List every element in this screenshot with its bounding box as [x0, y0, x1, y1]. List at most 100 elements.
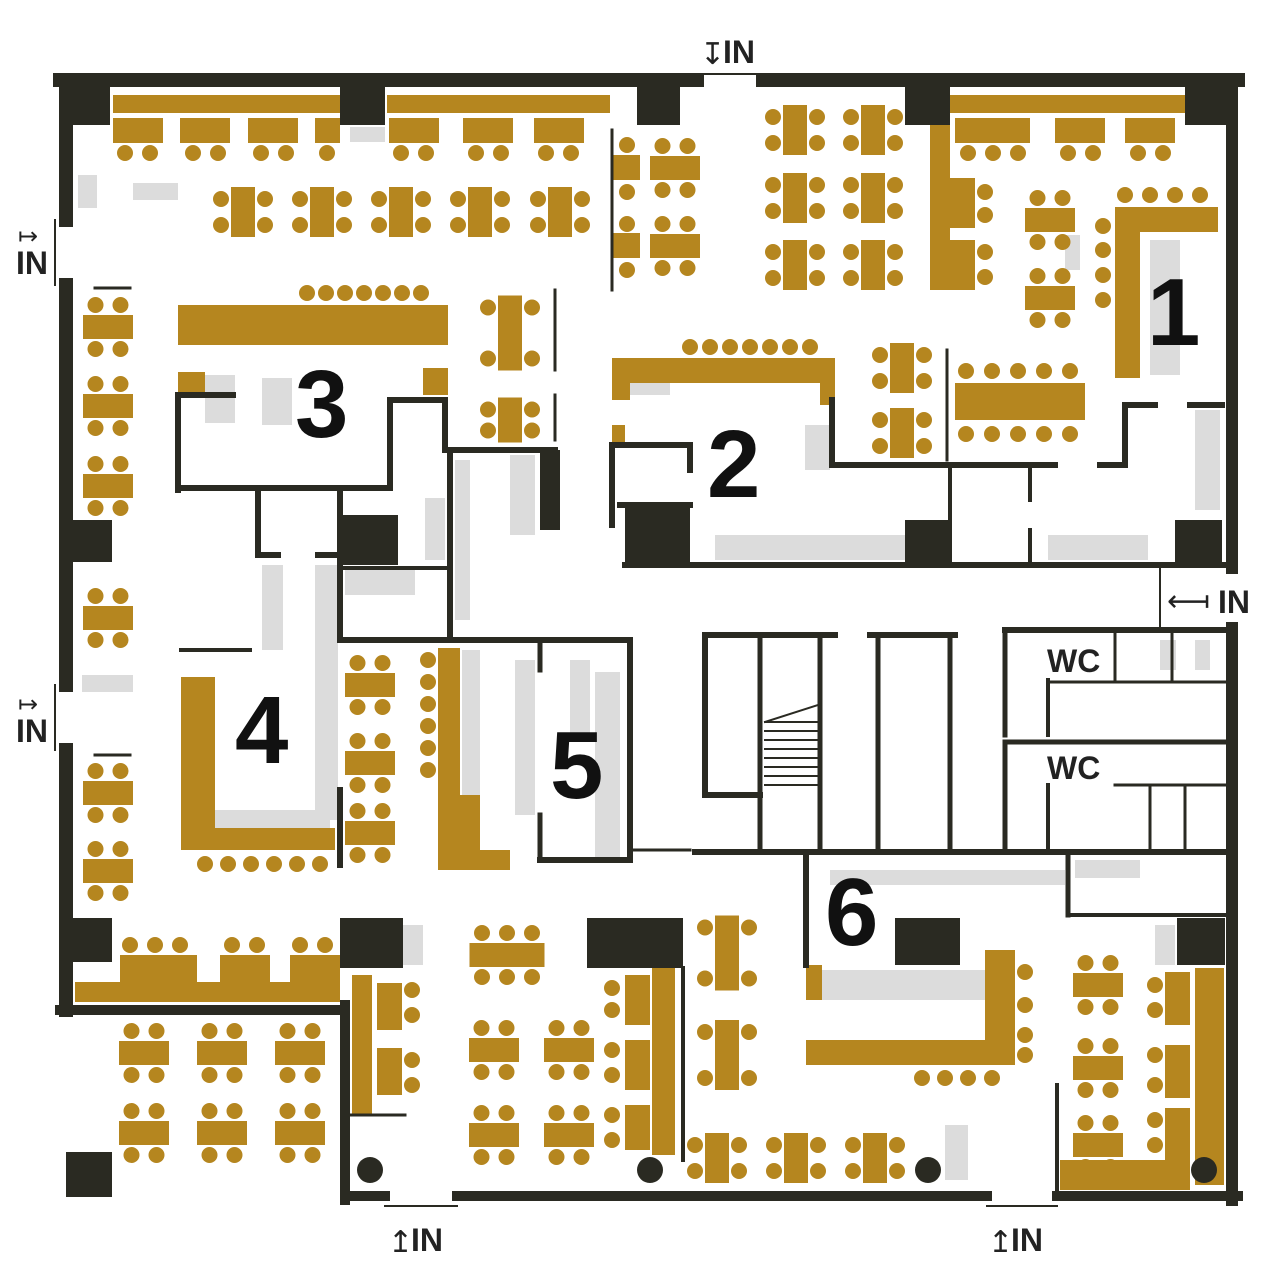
chair [404, 982, 420, 998]
wall-block [625, 507, 690, 568]
chair [299, 285, 315, 301]
chair [148, 1023, 165, 1039]
chair [278, 145, 294, 161]
chair [420, 762, 436, 778]
chair [420, 740, 436, 756]
entrance-label: IN [411, 1222, 443, 1258]
restroom-label-upper: WC [1047, 643, 1100, 679]
chair [312, 856, 328, 872]
wall-block [70, 918, 112, 962]
bar-counter [178, 305, 205, 345]
chair [530, 191, 546, 207]
table [377, 983, 402, 1030]
chair [697, 1070, 713, 1086]
chair [253, 145, 269, 161]
wall-block [70, 520, 112, 562]
fixture [812, 970, 985, 1000]
table [612, 155, 640, 180]
entrance-top[interactable]: ↧ IN [700, 34, 755, 71]
chair [226, 1067, 243, 1083]
fixture [805, 425, 830, 470]
chair [87, 632, 104, 648]
chair [304, 1147, 321, 1163]
bar-counter [178, 372, 205, 393]
chair [1102, 1038, 1119, 1054]
chair [887, 203, 903, 219]
chair [889, 1163, 905, 1179]
table [389, 118, 439, 143]
bar-counter [652, 968, 675, 1155]
chair [573, 1064, 590, 1080]
chair [1062, 426, 1078, 442]
chair [977, 244, 993, 260]
wall [702, 632, 763, 798]
column [637, 1157, 663, 1183]
chair [349, 733, 366, 749]
chair [809, 109, 825, 125]
chair [87, 588, 104, 604]
table [1165, 1045, 1190, 1098]
chair [1010, 426, 1026, 442]
chair [87, 376, 104, 392]
arrow-right-icon: ↦ [18, 691, 38, 718]
chair [845, 1163, 861, 1179]
chair [843, 177, 859, 193]
chair [810, 1137, 826, 1153]
table [861, 105, 885, 155]
chair [420, 652, 436, 668]
chair [279, 1147, 296, 1163]
chair [493, 145, 509, 161]
chair [887, 244, 903, 260]
chair [887, 109, 903, 125]
chair [420, 718, 436, 734]
table [469, 1038, 519, 1062]
wall-block [905, 520, 950, 565]
table [783, 173, 807, 223]
chair [984, 363, 1000, 379]
chair [112, 763, 129, 779]
chair [112, 632, 129, 648]
wall-block [540, 450, 560, 530]
chair [1029, 190, 1046, 206]
table [715, 1020, 739, 1090]
entrance-bottom-right[interactable]: ↥ IN [988, 1222, 1043, 1259]
chair [1095, 267, 1111, 283]
chair [958, 426, 974, 442]
table [650, 156, 700, 180]
chair [213, 191, 229, 207]
chair [679, 216, 696, 232]
chair [87, 763, 104, 779]
chair [279, 1023, 296, 1039]
chair [413, 285, 429, 301]
entrance-left-upper[interactable]: ↦ IN [16, 223, 48, 281]
walls-layer [53, 73, 1245, 1207]
fixture [462, 650, 480, 800]
chair [741, 970, 757, 987]
fixture [1075, 860, 1140, 878]
chair [468, 145, 484, 161]
chair [1054, 268, 1071, 284]
chair [148, 1147, 165, 1163]
chair [984, 1070, 1000, 1086]
chair [872, 438, 888, 454]
wall-block [637, 80, 680, 125]
chair [845, 1137, 861, 1153]
entrance-left-lower[interactable]: ↦ IN [16, 691, 48, 749]
chair [524, 422, 540, 439]
fixture [595, 672, 620, 858]
table [1025, 208, 1075, 232]
fixture [133, 183, 178, 200]
entrance-bottom-left[interactable]: ↥ IN [388, 1222, 443, 1259]
chair [1147, 1112, 1163, 1128]
chair [985, 145, 1001, 161]
chair [279, 1103, 296, 1119]
table [1165, 1108, 1190, 1160]
chair [1062, 363, 1078, 379]
chair [1102, 1082, 1119, 1098]
chair [349, 777, 366, 793]
chair [480, 350, 496, 367]
entrance-right[interactable]: ⟻ IN [1167, 584, 1250, 620]
wall-block [905, 80, 950, 125]
chair [1147, 1047, 1163, 1063]
chair [574, 217, 590, 233]
